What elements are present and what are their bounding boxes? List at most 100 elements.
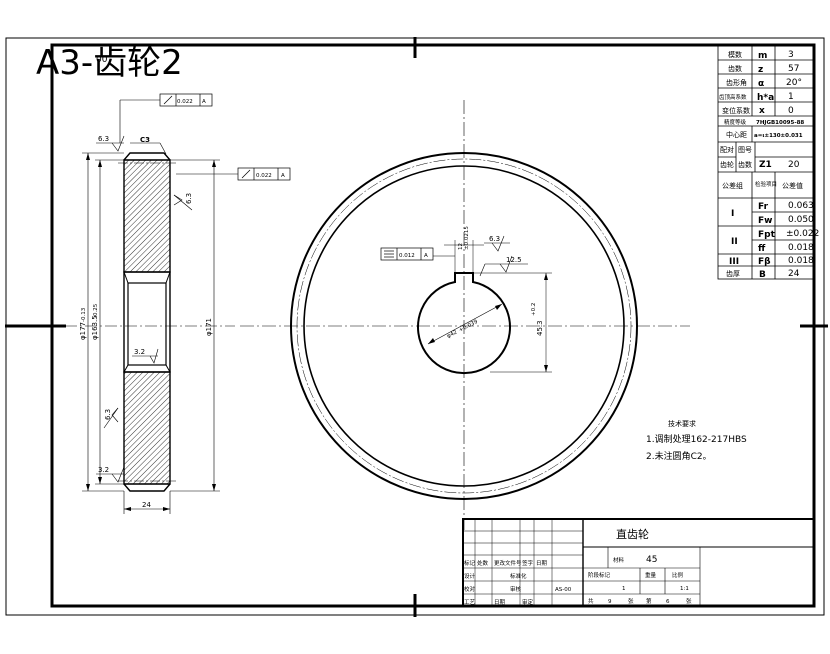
mating-val: 20 bbox=[788, 160, 800, 170]
role-approve: 审定 bbox=[522, 598, 534, 606]
precision-value: 7HJGB10095-88 bbox=[756, 120, 804, 126]
bore-dia: φ42 bbox=[446, 329, 458, 339]
key-depth: 45.3 bbox=[536, 320, 544, 336]
dim-width: 24 bbox=[142, 501, 151, 509]
mating-label3: 图号 bbox=[738, 146, 752, 154]
tol-val-1-0: ±0.022 bbox=[786, 229, 819, 239]
sheet-no-unit: 张 bbox=[686, 597, 692, 605]
qty-value: 1 bbox=[622, 586, 626, 592]
param-sym-4: x bbox=[759, 106, 765, 116]
role-date: 日期 bbox=[494, 599, 506, 606]
tol-header-group: 公差组 bbox=[722, 181, 743, 190]
row-label-4: 日期 bbox=[536, 560, 548, 567]
section-view: φ177 -0.13 φ163.5 -0.25 φ171 24 C3 6.3 6… bbox=[45, 93, 291, 514]
param-name-4: 变位系数 bbox=[722, 106, 750, 115]
material-label: 材料 bbox=[613, 556, 625, 564]
param-val-4: 0 bbox=[788, 106, 794, 116]
front-view: φ42 +0.039 12 ±0.0215 0.012 A 6.3 12.5 4… bbox=[240, 100, 690, 530]
center-distance-value: a=ι±130±0.031 bbox=[754, 133, 803, 139]
row-label-0: 标记 bbox=[464, 559, 476, 567]
symmetry-value: 0.012 bbox=[399, 253, 415, 259]
role-process: 工艺 bbox=[464, 599, 476, 606]
roughness-keyway: 6.3 bbox=[489, 235, 500, 243]
keyway-tol: ±0.0215 bbox=[464, 226, 470, 250]
param-sym-3: h*a bbox=[757, 93, 774, 103]
tooth-width-label: 齿厚 bbox=[726, 270, 740, 278]
scale-label: 比例 bbox=[672, 571, 684, 579]
roughness-lower: 6.3 bbox=[104, 409, 112, 420]
dim-171: φ171 bbox=[205, 318, 213, 336]
center-distance-label: 中心距 bbox=[726, 130, 747, 139]
tech-req-title: 技术要求 bbox=[668, 419, 696, 428]
outer-border bbox=[5, 37, 825, 616]
drawing-no: AS-00 bbox=[555, 587, 572, 593]
tol-val-2-0: 0.018 bbox=[788, 256, 814, 266]
key-depth-tol: +0.2 bbox=[531, 303, 537, 316]
row-label-1: 处数 bbox=[477, 559, 489, 567]
tol-header-item: 检验项目 bbox=[755, 180, 777, 188]
sheet-title: A3-齿轮2 bbox=[36, 43, 183, 83]
tol-val-0-1: 0.050 bbox=[788, 215, 814, 225]
tol-val-0-0: 0.063 bbox=[788, 201, 814, 211]
runout2-datum: A bbox=[281, 173, 285, 179]
part-name: 直齿轮 bbox=[616, 527, 649, 541]
tol-sym-1-1: ff bbox=[758, 244, 766, 254]
mating-label1: 配对 bbox=[720, 145, 734, 154]
tol-header-value: 公差值 bbox=[782, 181, 803, 190]
runout1-datum: A bbox=[202, 99, 206, 105]
sheet-count: 9 bbox=[608, 599, 612, 605]
tooth-width-sym: B bbox=[759, 270, 766, 280]
row-label-2: 更改文件号 bbox=[494, 559, 522, 567]
precision-label: 精度等级 bbox=[724, 118, 747, 126]
sheet-total-label: 共 bbox=[588, 597, 594, 605]
param-sym-2: α bbox=[758, 79, 764, 89]
tol-sym-1-0: Fpt bbox=[758, 230, 776, 240]
sheet-total-unit: 张 bbox=[628, 597, 634, 605]
scale-value: 1:1 bbox=[680, 586, 689, 592]
bore-dia-tol: +0.039 bbox=[458, 319, 479, 334]
dim-tip-dia-tol: -0.13 bbox=[81, 307, 87, 322]
tech-req-line-2: 2.未注圆角C2。 bbox=[646, 450, 712, 462]
tol-group-1: II bbox=[731, 237, 738, 247]
tech-req-line-1: 1.调制处理162-217HBS bbox=[646, 433, 747, 445]
tol-val-1-1: 0.018 bbox=[788, 243, 814, 253]
role-standard: 标准化 bbox=[510, 572, 527, 580]
stage-label: 阶段标记 bbox=[588, 571, 611, 579]
mating-sym: Z1 bbox=[759, 160, 772, 170]
runout1-value: 0.022 bbox=[177, 99, 193, 105]
row-label-3: 签字 bbox=[522, 559, 534, 567]
keyway-width: 12 bbox=[458, 243, 464, 250]
technical-requirements: 技术要求 1.调制处理162-217HBS 2.未注圆角C2。 bbox=[646, 419, 747, 462]
mating-label4: 齿数 bbox=[738, 160, 752, 169]
roughness-125: 12.5 bbox=[506, 256, 522, 264]
roughness-right: 6.3 bbox=[185, 193, 193, 204]
dim-tip-dia: φ177 bbox=[79, 322, 87, 340]
tol-sym-0-1: Fw bbox=[758, 216, 772, 226]
dim-ref-dia: φ163.5 bbox=[91, 315, 99, 340]
sheet-no: 6 bbox=[666, 599, 670, 605]
param-val-2: 20° bbox=[786, 78, 802, 88]
tol-sym-2-0: Fβ bbox=[758, 257, 771, 267]
param-val-1: 57 bbox=[788, 64, 799, 74]
param-val-0: 3 bbox=[788, 50, 794, 60]
tooth-width-val: 24 bbox=[788, 269, 800, 279]
parameter-table: 模数 m 3 齿数 z 57 齿形角 α 20° 齿顶高系数 h*a 1 变位系… bbox=[717, 45, 819, 280]
param-sym-0: m bbox=[758, 51, 767, 61]
role-design: 设计 bbox=[464, 572, 476, 580]
roughness-top: 6.3 bbox=[98, 135, 109, 143]
runout2-value: 0.022 bbox=[256, 173, 272, 179]
param-name-0: 模数 bbox=[728, 50, 742, 59]
param-name-3: 齿顶高系数 bbox=[719, 93, 747, 101]
mating-label2: 齿轮 bbox=[720, 160, 734, 169]
weight-label: 重量 bbox=[645, 571, 657, 579]
title-block: 直齿轮 材料 45 阶段标记 重量 比例 1 1:1 共 9 张 第 6 张 标… bbox=[462, 518, 815, 607]
role-review: 审核 bbox=[510, 585, 522, 593]
material-value: 45 bbox=[646, 555, 657, 565]
sheet-title-small: 00 bbox=[96, 55, 108, 65]
param-name-2: 齿形角 bbox=[726, 78, 747, 87]
role-check: 校对 bbox=[464, 585, 476, 593]
sheet-no-label: 第 bbox=[646, 597, 652, 605]
param-name-1: 齿数 bbox=[728, 64, 742, 73]
